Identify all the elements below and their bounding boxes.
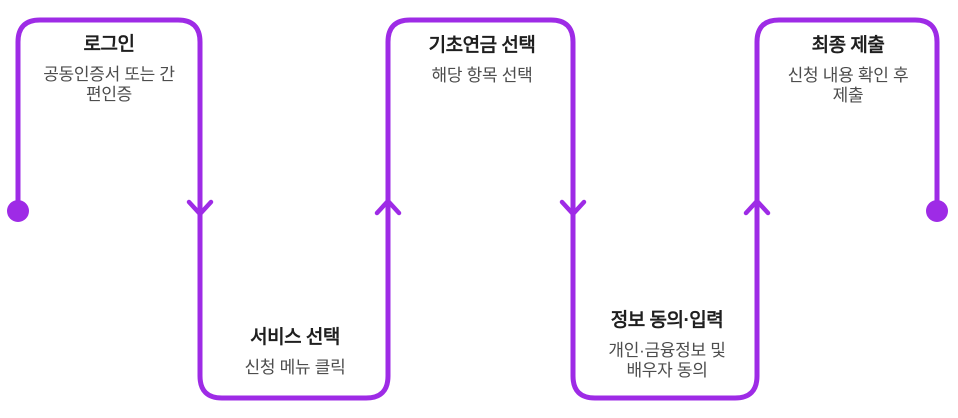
step-subtitle: 개인·금융정보 및 배우자 동의 bbox=[577, 341, 757, 381]
subtitle-line: 배우자 동의 bbox=[626, 360, 708, 380]
step-final-submit: 최종 제출 신청 내용 확인 후 제출 bbox=[758, 35, 938, 106]
subtitle-line: 편인증 bbox=[85, 84, 133, 104]
step-subtitle: 공동인증서 또는 간 편인증 bbox=[19, 65, 199, 105]
step-title: 로그인 bbox=[83, 34, 135, 55]
step-title: 서비스 선택 bbox=[250, 327, 340, 348]
step-subtitle: 신청 메뉴 클릭 bbox=[205, 358, 385, 378]
subtitle-line: 제출 bbox=[832, 85, 864, 105]
subtitle-line: 해당 항목 선택 bbox=[431, 65, 533, 85]
step-subtitle: 신청 내용 확인 후 제출 bbox=[758, 66, 938, 106]
subtitle-line: 개인·금융정보 및 bbox=[608, 340, 726, 360]
arrow-up-icon bbox=[743, 198, 771, 216]
step-title: 기초연금 선택 bbox=[428, 35, 536, 56]
start-dot-icon bbox=[7, 200, 29, 222]
subtitle-line: 공동인증서 또는 간 bbox=[43, 64, 175, 84]
step-title: 최종 제출 bbox=[811, 35, 885, 56]
step-info-consent-input: 정보 동의·입력 개인·금융정보 및 배우자 동의 bbox=[577, 310, 757, 381]
arrow-up-icon bbox=[374, 198, 402, 216]
step-login: 로그인 공동인증서 또는 간 편인증 bbox=[19, 34, 199, 105]
step-service-select: 서비스 선택 신청 메뉴 클릭 bbox=[205, 327, 385, 378]
step-subtitle: 해당 항목 선택 bbox=[392, 66, 572, 86]
flow-line bbox=[15, 17, 940, 401]
step-title: 정보 동의·입력 bbox=[610, 310, 724, 331]
subtitle-line: 신청 내용 확인 후 bbox=[787, 65, 909, 85]
arrow-down-icon bbox=[186, 199, 214, 217]
end-dot-icon bbox=[926, 200, 948, 222]
subtitle-line: 신청 메뉴 클릭 bbox=[244, 357, 346, 377]
arrow-down-icon bbox=[559, 199, 587, 217]
step-basic-pension-select: 기초연금 선택 해당 항목 선택 bbox=[392, 35, 572, 86]
